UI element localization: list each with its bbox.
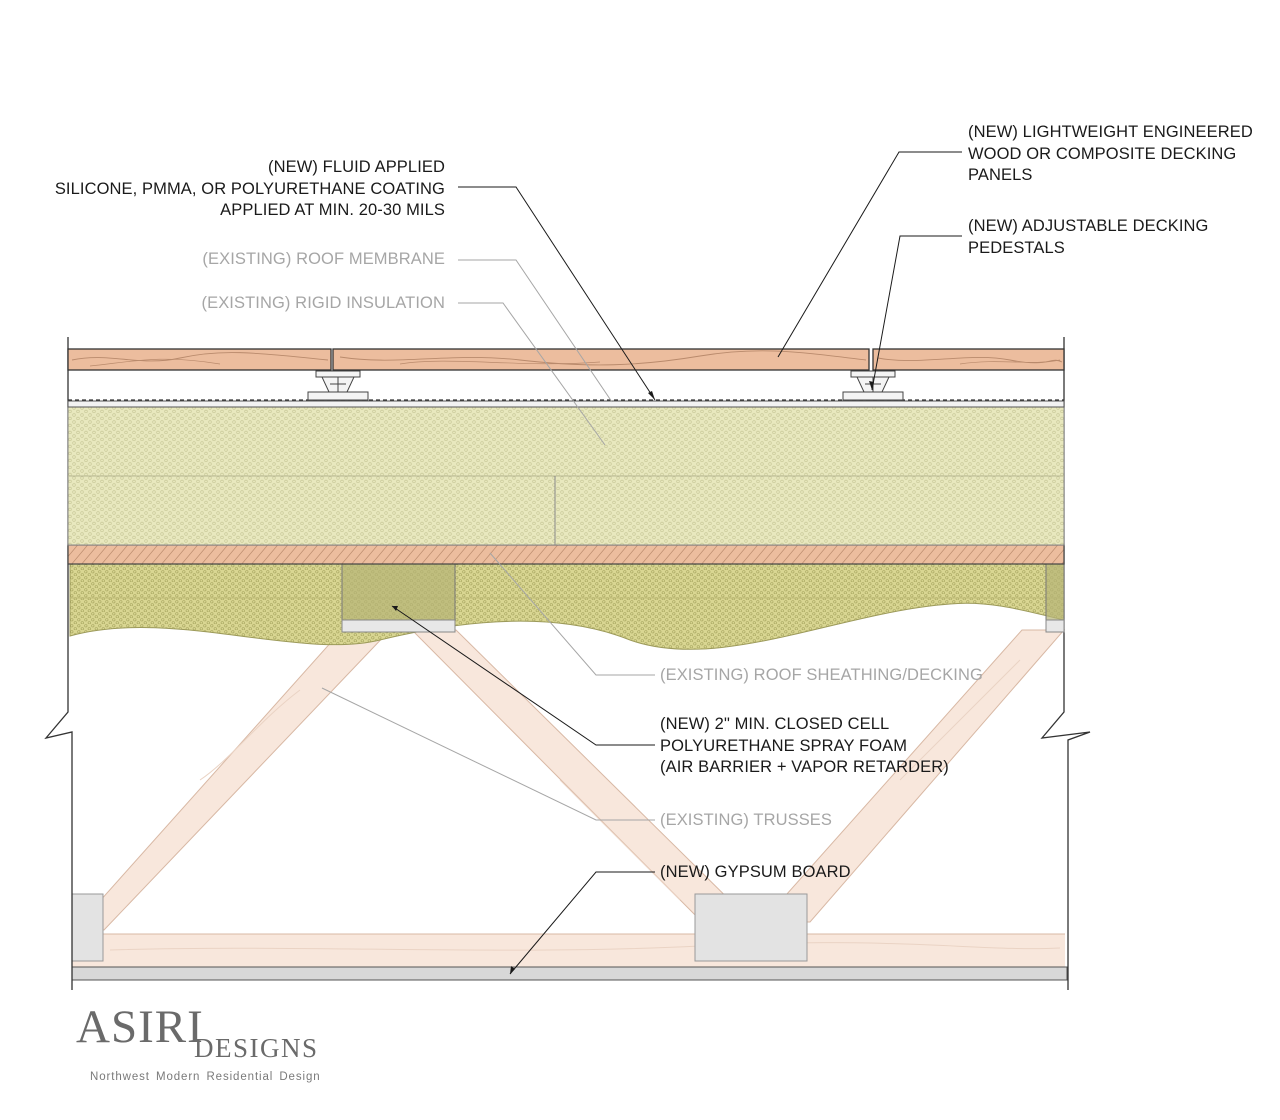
truss-block-center xyxy=(694,893,808,962)
leader-spray-foam xyxy=(391,605,655,746)
spray-foam xyxy=(69,563,1065,650)
leader-gypsum-board xyxy=(509,871,655,975)
roof-membrane xyxy=(67,400,1065,408)
leader-roof-membrane xyxy=(458,259,613,403)
callout-decking-pedestals: (NEW) ADJUSTABLE DECKING PEDESTALS xyxy=(968,217,1209,257)
callout-gypsum-board: (NEW) GYPSUM BOARD xyxy=(660,863,851,881)
leader-lines xyxy=(321,151,962,975)
leader-fluid-coating xyxy=(458,186,656,401)
leader-rigid-insulation xyxy=(458,302,606,446)
break-lines xyxy=(44,337,1091,990)
leader-trusses xyxy=(321,687,655,821)
callout-decking-panels: (NEW) LIGHTWEIGHT ENGINEERED WOOD OR COM… xyxy=(968,123,1253,184)
leader-decking-panels xyxy=(777,151,962,358)
callout-roof-sheathing: (EXISTING) ROOF SHEATHING/DECKING xyxy=(660,666,983,684)
decking-pedestal-left xyxy=(307,370,369,401)
leader-decking-pedestals xyxy=(871,235,962,391)
decking-panels xyxy=(67,348,1065,371)
callout-spray-foam: (NEW) 2" MIN. CLOSED CELL POLYURETHANE S… xyxy=(660,715,949,776)
truss-block-left xyxy=(71,893,104,962)
callout-rigid-insulation: (EXISTING) RIGID INSULATION xyxy=(201,294,445,312)
logo-tagline: Northwest Modern Residential Design xyxy=(90,1071,321,1083)
trusses xyxy=(72,629,1065,968)
callout-trusses: (EXISTING) TRUSSES xyxy=(660,811,833,829)
roof-sheathing xyxy=(67,544,1065,565)
logo-subtitle: DESIGNS xyxy=(194,1033,319,1063)
callout-fluid-coating: (NEW) FLUID APPLIED SILICONE, PMMA, OR P… xyxy=(54,158,445,219)
logo-wordmark: ASIRI xyxy=(76,1001,204,1053)
gypsum-board xyxy=(71,966,1068,981)
leader-roof-sheathing xyxy=(489,552,655,676)
leader-arrowheads xyxy=(392,381,874,974)
callout-roof-membrane: (EXISTING) ROOF MEMBRANE xyxy=(202,250,445,268)
